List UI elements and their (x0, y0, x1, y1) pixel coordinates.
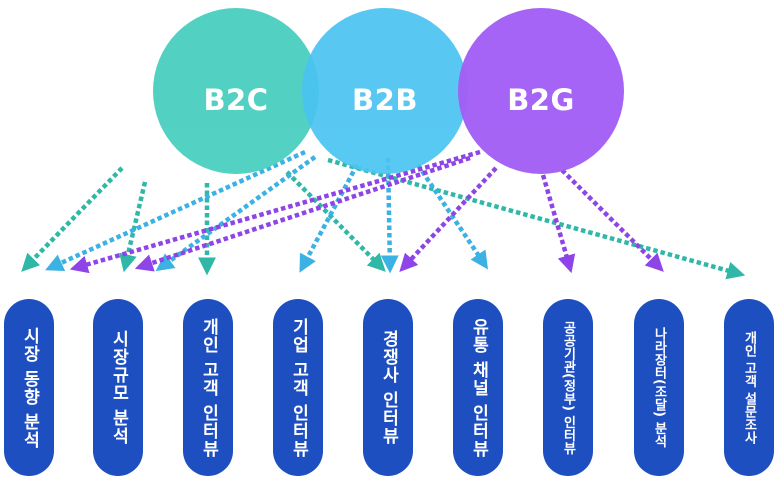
arrow-b2b-2 (155, 155, 317, 272)
arrow-b2b-4 (380, 157, 399, 274)
method-individual-interview: 개인 고객 인터뷰 (183, 299, 233, 476)
arrow-b2g-5 (560, 168, 664, 272)
method-label: 유통 채널 인터뷰 (468, 317, 489, 458)
arrow-b2c-4 (285, 170, 386, 272)
b2g-label: B2G (507, 83, 575, 117)
method-label: 기업 고객 인터뷰 (288, 317, 309, 458)
method-channel-interview: 유통 채널 인터뷰 (453, 299, 503, 476)
method-individual-survey: 개인 고객 설문조사 (724, 299, 774, 476)
method-label: 개인 고객 설문조사 (741, 330, 757, 445)
b2b-circle: B2B (302, 8, 468, 174)
arrow-b2b-1 (45, 149, 306, 271)
arrow-b2g-2 (134, 155, 471, 272)
method-corporate-interview: 기업 고객 인터뷰 (273, 299, 323, 476)
method-label: 경쟁사 인터뷰 (378, 330, 399, 445)
method-public-agency-interview: 공공기관(정부) 인터뷰 (543, 299, 593, 476)
method-market-trend: 시장 동향 분석 (4, 299, 54, 476)
method-label: 시장 동향 분석 (19, 326, 40, 449)
arrow-b2g-4 (540, 174, 576, 274)
method-label: 공공기관(정부) 인터뷰 (560, 320, 576, 455)
method-competitor-interview: 경쟁사 인터뷰 (363, 299, 413, 476)
arrow-b2c-2 (119, 181, 148, 273)
arrow-b2b-5 (416, 163, 489, 270)
arrow-b2c-5 (327, 157, 746, 280)
arrow-b2b-3 (299, 163, 359, 273)
method-label: 개인 고객 인터뷰 (198, 317, 219, 458)
method-label: 나라장터(조달) 분석 (651, 327, 667, 448)
b2b-label: B2B (352, 83, 418, 117)
b2c-label: B2C (203, 83, 269, 117)
b2g-circle: B2G (458, 8, 624, 174)
arrow-b2c-1 (21, 166, 124, 272)
method-procurement-analysis: 나라장터(조달) 분석 (634, 299, 684, 476)
method-market-size: 시장규모 분석 (93, 299, 143, 476)
arrow-b2g-3 (399, 166, 498, 272)
arrow-b2g-1 (69, 149, 481, 274)
method-label: 시장규모 분석 (108, 330, 129, 445)
b2c-circle: B2C (153, 8, 319, 174)
